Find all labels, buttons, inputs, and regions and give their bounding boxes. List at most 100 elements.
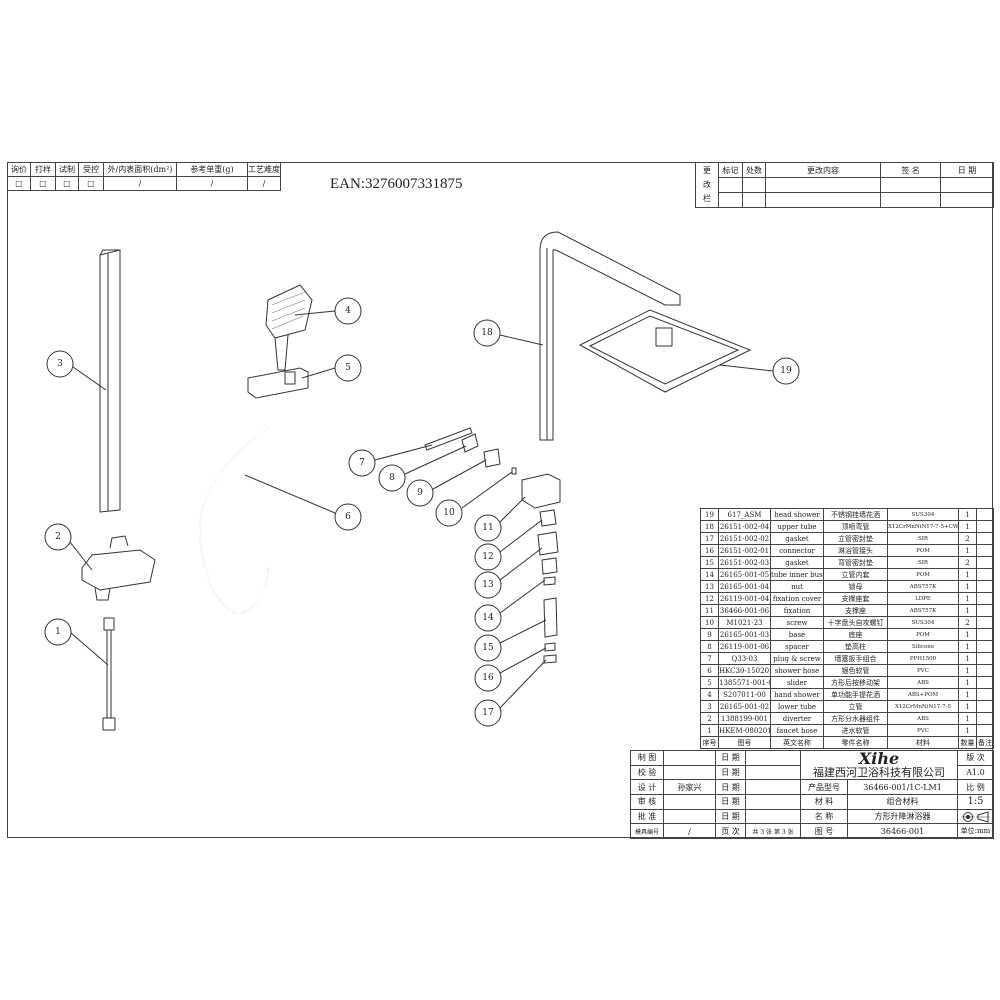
english-name: head shower xyxy=(770,508,824,521)
revision-table: 更改栏 标记 处数 更改内容 签 名 日 期 xyxy=(695,162,994,208)
role-name xyxy=(663,808,716,825)
value-cell: / xyxy=(247,176,281,191)
remark xyxy=(976,640,994,653)
header-remark: 备注 xyxy=(976,736,994,749)
remark xyxy=(976,724,994,737)
material: PPH1500 xyxy=(887,652,959,665)
chinese-name: 支撑座套 xyxy=(823,592,888,605)
version-label: 版 次 xyxy=(957,750,994,766)
lower-tube-part xyxy=(99,249,121,513)
role-name: 孙家兴 xyxy=(663,779,716,796)
date-label: 日 期 xyxy=(715,794,746,810)
part-number: 26165-001-02 xyxy=(718,700,771,713)
balloon: 12 xyxy=(474,543,502,571)
remark xyxy=(976,532,994,545)
part-number: 26165-001-05 xyxy=(718,568,771,581)
remark xyxy=(976,700,994,713)
part-number: 26119-001-06 xyxy=(718,640,771,653)
balloon: 3 xyxy=(46,350,74,378)
part-number: Q33-03 xyxy=(718,652,771,665)
quantity: 1 xyxy=(958,520,977,533)
english-name: shower hose xyxy=(770,664,824,677)
quantity: 1 xyxy=(958,508,977,521)
quantity: 1 xyxy=(958,664,977,677)
svg-text:7: 7 xyxy=(359,458,365,468)
material: PVC xyxy=(887,664,959,677)
date-value xyxy=(745,764,801,781)
header-chinese-name: 零件名称 xyxy=(823,736,888,749)
company-name: 福建西河卫浴科技有限公司 xyxy=(813,765,945,779)
part-number: 617_ASM xyxy=(718,508,771,521)
svg-text:1: 1 xyxy=(55,627,61,637)
date-label: 页 次 xyxy=(715,823,746,840)
head-shower-part xyxy=(578,309,752,393)
item-no: 1 xyxy=(700,724,719,737)
chinese-name: 墙塞扳手组合 xyxy=(823,652,888,665)
name-value: 方形升降淋浴器 xyxy=(847,808,958,825)
english-name: slider xyxy=(770,676,824,689)
quantity: 1 xyxy=(958,544,977,557)
chinese-name: 立管内套 xyxy=(823,568,888,581)
ean-code: EAN:3276007331875 xyxy=(330,176,463,192)
remark xyxy=(976,604,994,617)
english-name: gasket xyxy=(770,532,824,545)
balloon: 19 xyxy=(772,357,800,385)
leader-lines xyxy=(69,310,774,709)
item-no: 3 xyxy=(700,700,719,713)
material: PVC xyxy=(887,724,959,737)
remark xyxy=(976,652,994,665)
quantity: 1 xyxy=(958,652,977,665)
remark xyxy=(976,676,994,689)
item-no: 7 xyxy=(700,652,719,665)
role-label: 模具编号 xyxy=(630,823,664,840)
quantity: 2 xyxy=(958,616,977,629)
title-block: 制 图 日 期 Xihe 福建西河卫浴科技有限公司 版 次 校 验 日 期 A1… xyxy=(630,749,994,840)
part-number: M1021-23 xyxy=(718,616,771,629)
balloon: 15 xyxy=(474,634,502,662)
item-no: 10 xyxy=(700,616,719,629)
role-label: 审 核 xyxy=(630,794,664,810)
material: ABS xyxy=(887,676,959,689)
remark xyxy=(976,688,994,701)
svg-text:14: 14 xyxy=(482,613,494,623)
checkbox[interactable]: □ xyxy=(55,176,79,191)
quantity: 1 xyxy=(958,700,977,713)
unit-label: 单位:mm xyxy=(957,823,994,840)
date-value xyxy=(745,808,801,825)
slider-part xyxy=(247,367,309,399)
part-number: 26151-002-02 xyxy=(718,532,771,545)
checkbox[interactable]: □ xyxy=(78,176,104,191)
balloon: 18 xyxy=(473,319,501,347)
material: LDPE xyxy=(887,592,959,605)
date-label: 日 期 xyxy=(715,750,746,766)
remark xyxy=(976,628,994,641)
english-name: diverter xyxy=(770,712,824,725)
english-name: gasket xyxy=(770,556,824,569)
company-logo: Xihe xyxy=(858,750,900,768)
item-no: 6 xyxy=(700,664,719,677)
part-number: 26165-001-04 xyxy=(718,580,771,593)
date-value: 共 3 张 第 3 张 xyxy=(745,823,801,840)
svg-text:17: 17 xyxy=(482,708,494,718)
quantity: 1 xyxy=(958,580,977,593)
diverter-part xyxy=(81,535,156,601)
balloon: 7 xyxy=(348,449,376,477)
remark xyxy=(976,568,994,581)
wall-fixing-parts xyxy=(424,427,561,664)
english-name: fixation cover xyxy=(770,592,824,605)
material: SUS304 xyxy=(887,616,959,629)
chinese-name: 淋浴管接头 xyxy=(823,544,888,557)
